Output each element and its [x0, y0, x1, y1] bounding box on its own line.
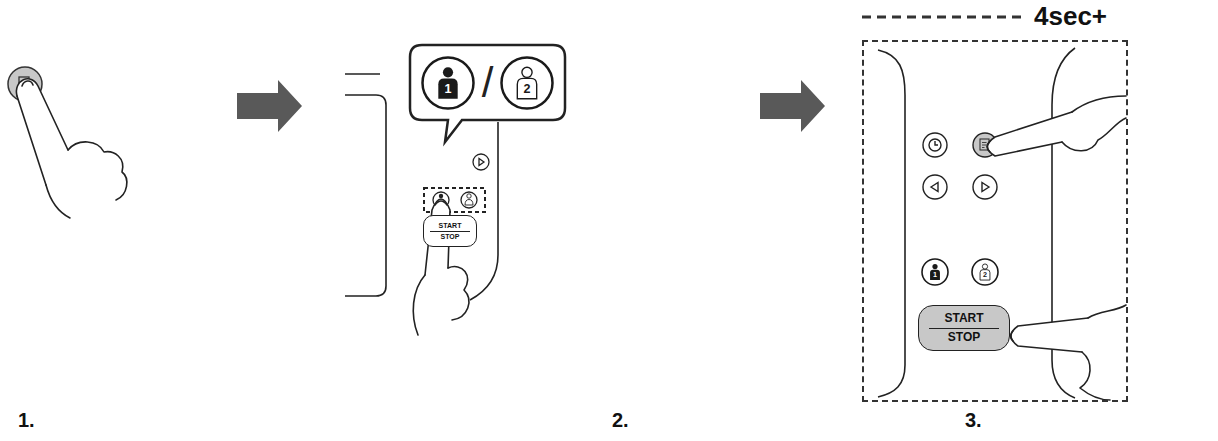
user-button: 2 — [500, 56, 554, 110]
text-holder: 2 — [500, 82, 554, 96]
pressing-hand — [17, 96, 46, 185]
separator-slash: / — [482, 62, 494, 104]
button-divider — [430, 231, 471, 232]
user-buttons-small — [467, 194, 471, 198]
timer-button — [935, 141, 938, 145]
pressing-hand — [1088, 305, 1126, 318]
user-icon — [982, 264, 987, 269]
button-text: STOP — [441, 233, 460, 241]
play-button — [473, 154, 489, 170]
pressing-hand — [22, 81, 33, 86]
pressing-hand — [68, 142, 127, 200]
hold-frame: 4sec+12STARTSTOP — [862, 40, 1128, 402]
user-icon — [922, 259, 948, 285]
user-button: 2 — [971, 258, 999, 286]
arrow-buttons — [982, 183, 989, 192]
start-stop-button: START STOP — [918, 305, 1010, 351]
start-stop-button: START STOP — [423, 215, 477, 247]
button-divider — [929, 328, 999, 329]
text-holder: 4sec+ — [1034, 2, 1107, 32]
text-holder: 2 — [971, 271, 999, 279]
user-number: 1 — [921, 271, 949, 279]
bubble-outline — [410, 45, 565, 142]
play-button — [473, 154, 489, 170]
user-number: 2 — [971, 271, 999, 279]
user-button: 1 — [921, 258, 949, 286]
arrow-buttons — [923, 175, 947, 199]
step-number: 2. — [612, 410, 629, 430]
pressing-hand — [1072, 96, 1126, 112]
user-button: 1 — [421, 56, 475, 110]
step-number: 3. — [965, 410, 982, 430]
user-icon — [972, 259, 998, 285]
pressing-hand — [435, 201, 447, 205]
button-text: START — [944, 312, 983, 325]
pressing-hand — [1062, 118, 1126, 151]
pressing-hand — [988, 112, 1073, 156]
arrow-buttons — [931, 183, 938, 192]
pressing-hand — [1011, 318, 1088, 352]
text-holder: 1 — [421, 82, 475, 96]
play-button — [479, 159, 484, 166]
pressing-hand — [16, 79, 126, 218]
memo-button — [982, 143, 987, 148]
pressing-hand — [16, 79, 68, 185]
pressing-hand — [16, 79, 68, 150]
step-number: 1. — [18, 410, 35, 430]
callout-bubble: / 1 2 — [410, 45, 565, 120]
user-buttons-small — [461, 192, 477, 208]
button-text: STOP — [948, 331, 980, 344]
user-number: 1 — [421, 82, 475, 96]
device-outline — [878, 50, 905, 397]
arrow-buttons — [973, 175, 997, 199]
text-holder: 1 — [921, 271, 949, 279]
user-buttons-small — [439, 194, 443, 198]
pressing-hand — [987, 141, 990, 152]
user-icon — [522, 67, 532, 77]
pressing-hand — [1011, 331, 1014, 341]
button-text: START — [439, 222, 462, 230]
user-icon — [932, 264, 937, 269]
user-icon — [443, 67, 453, 77]
device-outline — [345, 95, 386, 296]
duration-label: 4sec+ — [1034, 2, 1107, 32]
user-buttons-small — [465, 200, 473, 206]
pressing-hand — [448, 267, 469, 320]
pressing-hand — [987, 96, 1126, 156]
pressing-hand — [1080, 352, 1110, 400]
duration-dash-line — [862, 16, 1025, 19]
timer-button — [929, 139, 941, 151]
step-arrow — [760, 80, 825, 132]
pressing-hand — [1011, 318, 1088, 352]
step-arrow — [237, 80, 302, 132]
device-outline — [345, 73, 380, 75]
pressing-hand — [1011, 305, 1127, 400]
pressing-hand — [413, 275, 425, 335]
user-number: 2 — [500, 82, 554, 96]
pressing-hand — [988, 112, 1073, 156]
timer-button — [923, 133, 947, 157]
arrow-buttons — [923, 175, 997, 199]
pressing-hand — [46, 185, 70, 218]
timer-button — [923, 133, 947, 157]
